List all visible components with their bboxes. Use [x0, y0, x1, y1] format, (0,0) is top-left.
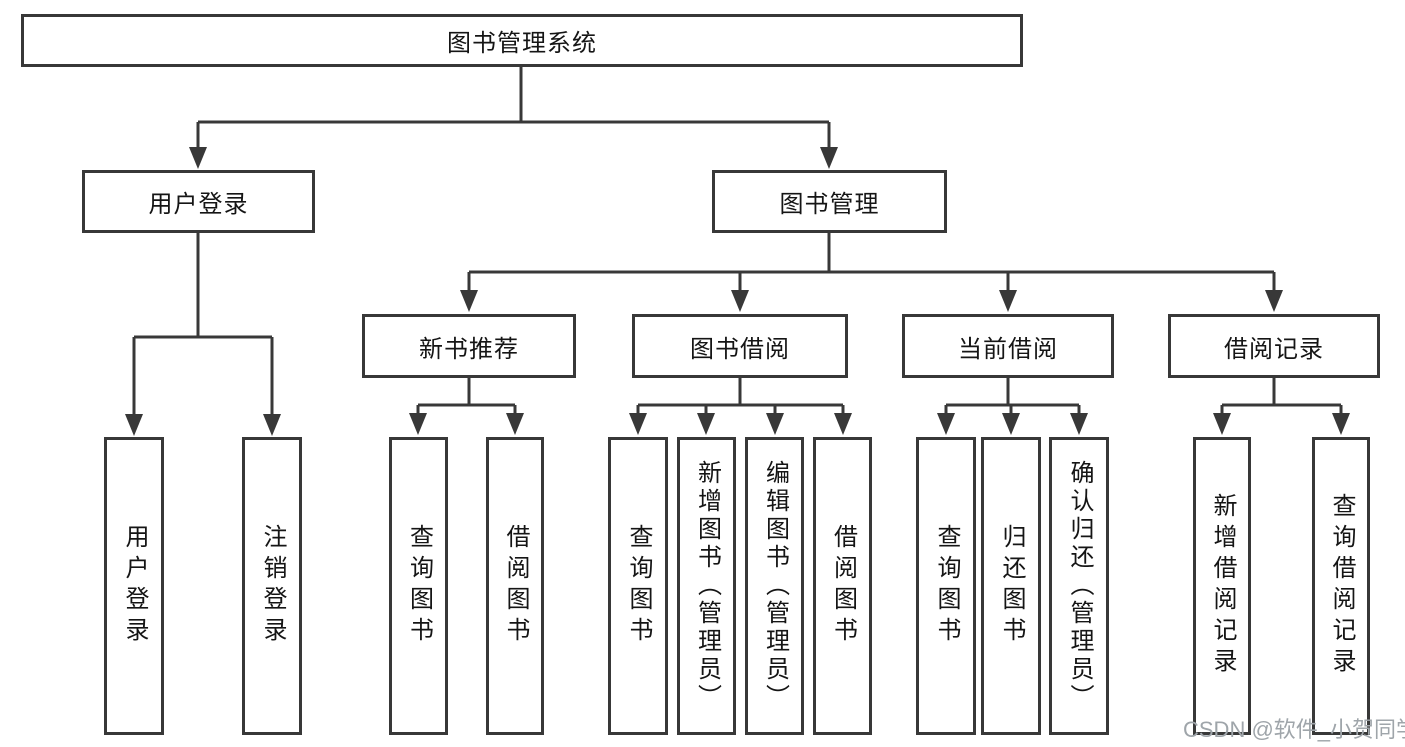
leaf-borrow-borrow-label: 借阅图书	[829, 524, 857, 648]
leaf-records-query: 查询借阅记录	[1312, 437, 1370, 735]
node-borrow-records: 借阅记录	[1168, 314, 1380, 378]
leaf-borrow-query: 查询图书	[608, 437, 668, 735]
node-root: 图书管理系统	[21, 14, 1023, 67]
leaf-current-confirm: 确认归还（管理员）	[1049, 437, 1109, 735]
arrowhead	[731, 290, 749, 312]
arrowhead	[834, 413, 852, 435]
leaf-borrow-edit: 编辑图书（管理员）	[745, 437, 804, 735]
arrowhead	[820, 147, 838, 169]
leaf-user-login: 用户登录	[104, 437, 164, 735]
leaf-borrow-edit-label: 编辑图书（管理员）	[761, 460, 789, 712]
leaf-newbook-query: 查询图书	[389, 437, 448, 735]
leaf-borrow-query-label: 查询图书	[625, 524, 652, 648]
connector-newbook-branch	[416, 378, 517, 418]
leaf-records-query-label: 查询借阅记录	[1328, 493, 1355, 679]
node-current-borrow-label: 当前借阅	[958, 335, 1058, 363]
node-new-book-recommend: 新书推荐	[362, 314, 576, 378]
arrowhead	[937, 413, 955, 435]
connector-records-branch	[1220, 378, 1343, 418]
leaf-logout: 注销登录	[242, 437, 302, 735]
arrowhead	[1070, 413, 1088, 435]
node-current-borrow: 当前借阅	[902, 314, 1114, 378]
arrowhead	[629, 413, 647, 435]
leaf-logout-label: 注销登录	[259, 524, 286, 648]
leaf-current-query: 查询图书	[916, 437, 976, 735]
arrowhead	[1213, 413, 1231, 435]
leaf-borrow-add-label: 新增图书（管理员）	[693, 460, 721, 712]
arrowhead	[1002, 413, 1020, 435]
node-book-mgmt: 图书管理	[712, 170, 947, 233]
arrowhead	[1265, 290, 1283, 312]
node-book-mgmt-label: 图书管理	[779, 191, 880, 218]
leaf-borrow-add: 新增图书（管理员）	[677, 437, 736, 735]
leaf-newbook-query-label: 查询图书	[405, 524, 433, 648]
leaf-borrow-borrow: 借阅图书	[813, 437, 872, 735]
node-root-label: 图书管理系统	[447, 30, 597, 57]
leaf-current-confirm-label: 确认归还（管理员）	[1066, 460, 1093, 712]
arrowhead	[460, 290, 478, 312]
csdn-watermark: CSDN @软件_小贺同学	[1183, 717, 1405, 742]
connector-login-branch	[132, 233, 274, 418]
arrowhead	[409, 413, 427, 435]
leaf-newbook-borrow-label: 借阅图书	[502, 524, 529, 648]
leaf-current-return: 归还图书	[981, 437, 1041, 735]
node-new-book-recommend-label: 新书推荐	[419, 335, 519, 363]
node-book-borrow-label: 图书借阅	[690, 335, 790, 363]
connector-root-trunk	[196, 67, 831, 150]
arrowhead	[697, 413, 715, 435]
node-borrow-records-label: 借阅记录	[1224, 335, 1324, 363]
leaf-newbook-borrow: 借阅图书	[486, 437, 544, 735]
node-user-login-label: 用户登录	[148, 191, 249, 218]
leaf-user-login-label: 用户登录	[121, 524, 148, 648]
leaf-current-query-label: 查询图书	[933, 524, 960, 648]
arrowhead	[506, 413, 524, 435]
connector-current-branch	[944, 378, 1081, 418]
connector-mgmt-branch	[467, 233, 1276, 295]
node-user-login: 用户登录	[82, 170, 315, 233]
arrowheads	[125, 147, 1350, 436]
arrowhead	[125, 414, 143, 436]
connector-borrow-branch	[636, 378, 845, 418]
arrowhead	[189, 147, 207, 169]
arrowhead	[766, 413, 784, 435]
leaf-records-add: 新增借阅记录	[1193, 437, 1251, 735]
arrowhead	[263, 414, 281, 436]
leaf-records-add-label: 新增借阅记录	[1209, 493, 1236, 679]
arrowhead	[1332, 413, 1350, 435]
arrowhead	[999, 290, 1017, 312]
node-book-borrow: 图书借阅	[632, 314, 848, 378]
leaf-current-return-label: 归还图书	[998, 524, 1025, 648]
